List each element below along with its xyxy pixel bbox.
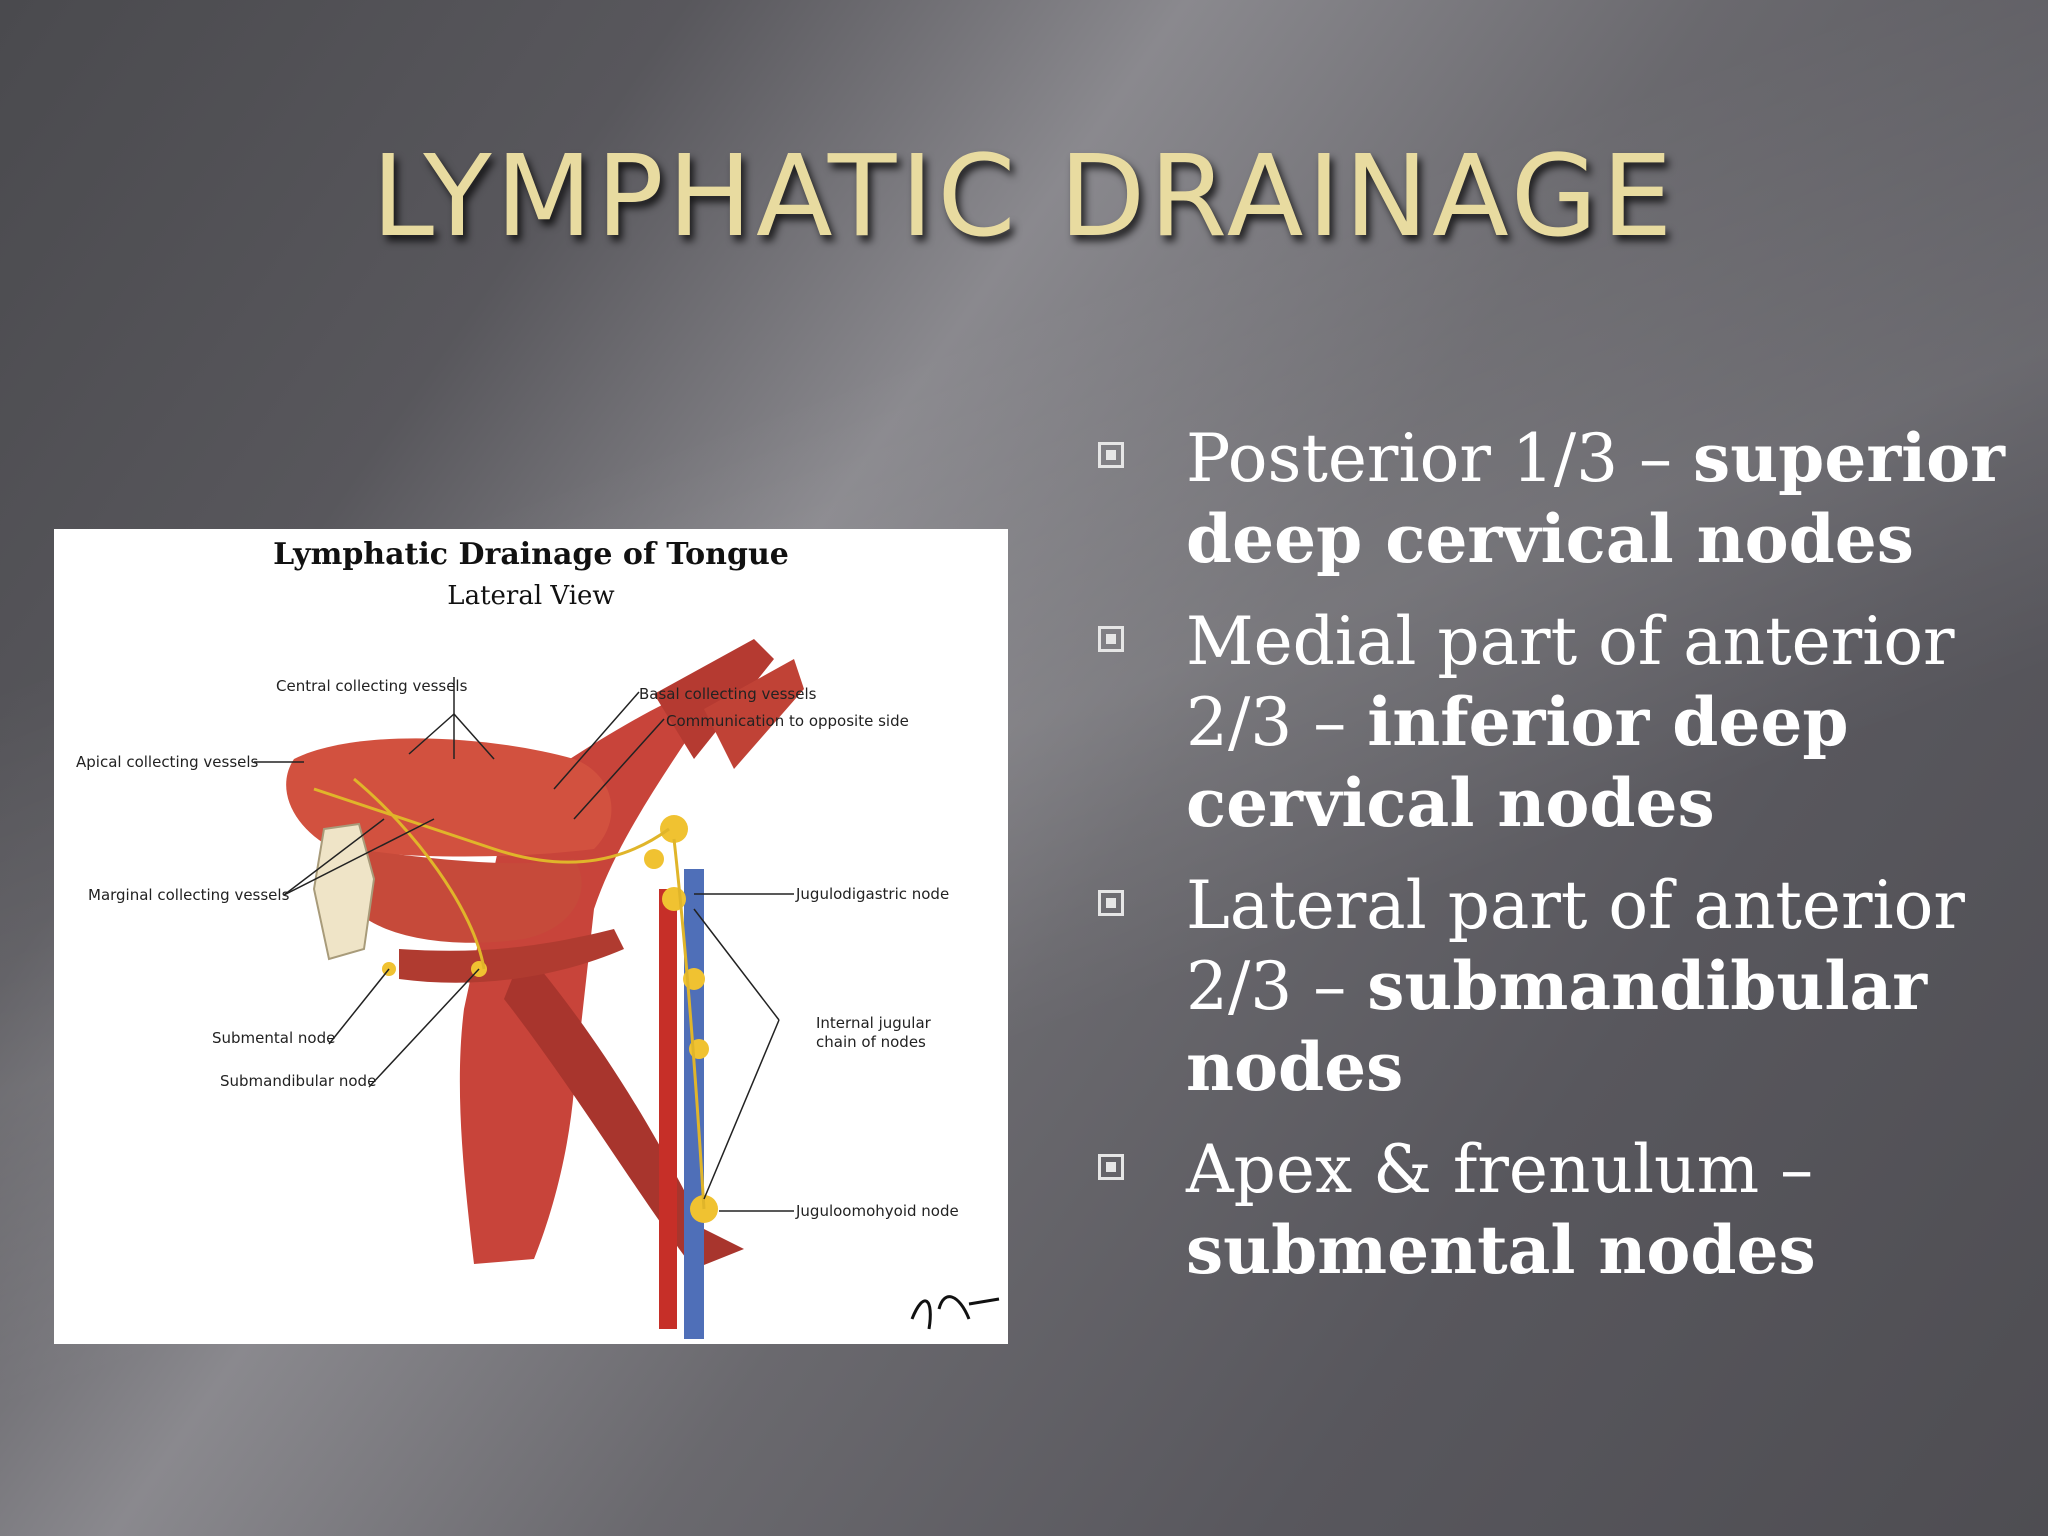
bullet-item: Apex & frenulum – submental nodes <box>1090 1130 2030 1291</box>
figure-subtitle: Lateral View <box>447 581 615 611</box>
bullet-bold-text: inferior deep cervical nodes <box>1186 683 1849 842</box>
label-apical-collecting-vessels: Apical collecting vessels <box>76 753 259 771</box>
label-marginal-collecting-vessels: Marginal collecting vessels <box>88 886 290 904</box>
anatomy-drawing <box>254 639 1000 1339</box>
label-internal-jugular-line2: chain of nodes <box>816 1033 926 1051</box>
label-internal-jugular-line1: Internal jugular <box>816 1014 931 1032</box>
label-jugulodigastric-node: Jugulodigastric node <box>796 885 950 903</box>
bullet-plain-text: Apex & frenulum – <box>1186 1131 1814 1208</box>
square-bullet-icon <box>1098 626 1124 652</box>
bullet-item: Medial part of anterior 2/3 – inferior d… <box>1090 602 2030 844</box>
square-bullet-icon <box>1098 442 1124 468</box>
label-submental-node: Submental node <box>212 1029 336 1047</box>
label-juguloomohyoid-node: Juguloomohyoid node <box>796 1202 959 1220</box>
bullet-list: Posterior 1/3 – superior deep cervical n… <box>1090 418 2030 1313</box>
label-basal-collecting-vessels: Basal collecting vessels <box>639 685 817 703</box>
slide-title: LYMPHATIC DRAINAGE <box>371 132 1677 262</box>
label-communication-to-opposite-side: Communication to opposite side <box>666 712 909 730</box>
tongue-lymphatic-illustration: Lymphatic Drainage of Tongue Lateral Vie… <box>54 529 1008 1344</box>
bullet-plain-text: Medial part of anterior 2/3 – <box>1186 603 1955 761</box>
bullet-plain-text: Lateral part of anterior 2/3 – <box>1186 867 1965 1025</box>
bullet-bold-text: superior deep cervical nodes <box>1186 419 2005 578</box>
square-bullet-icon <box>1098 890 1124 916</box>
bullet-item: Lateral part of anterior 2/3 – submandib… <box>1090 866 2030 1108</box>
bullet-item: Posterior 1/3 – superior deep cervical n… <box>1090 418 2030 580</box>
figure-title: Lymphatic Drainage of Tongue <box>273 537 789 572</box>
label-submandibular-node: Submandibular node <box>220 1072 377 1090</box>
bullet-bold-text: submental nodes <box>1186 1211 1816 1289</box>
square-bullet-icon <box>1098 1154 1124 1180</box>
bullet-plain-text: Posterior 1/3 – <box>1186 420 1694 497</box>
label-central-collecting-vessels: Central collecting vessels <box>276 677 468 695</box>
bullet-bold-text: submandibular nodes <box>1186 947 1928 1106</box>
